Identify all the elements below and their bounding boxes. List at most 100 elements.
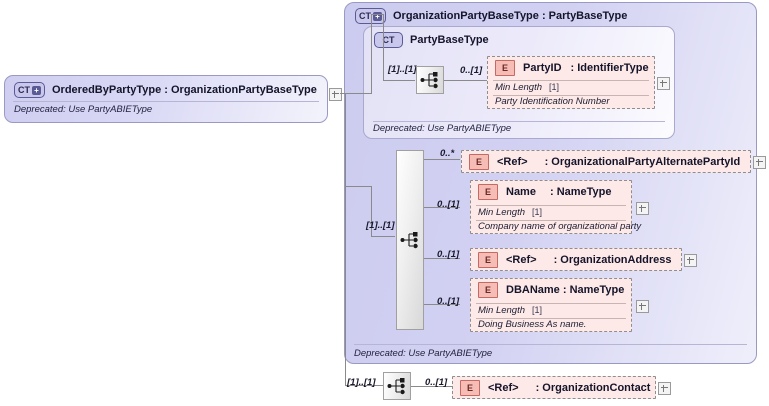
- connector-seq3-out: [411, 386, 456, 387]
- connector-branch1-horiz-top: [371, 14, 383, 15]
- element-partyid-facet: Min Length[1]: [495, 82, 560, 93]
- organizationpartybasetype-title: CT+ OrganizationPartyBaseType : PartyBas…: [355, 8, 627, 24]
- element-name[interactable]: E Name : NameType Min Length[1] Company …: [470, 180, 641, 234]
- partybasetype-deprecated: Deprecated: Use PartyABIEType: [373, 123, 512, 134]
- e-badge-icon-contact: E: [460, 380, 480, 396]
- sequence-compositor-icon-3[interactable]: [383, 372, 411, 400]
- element-contact-head: E <Ref> : OrganizationContact: [453, 377, 655, 399]
- orderedbypartytype-deprecated: Deprecated: Use PartyABIEType: [14, 104, 153, 115]
- element-altid-head: E <Ref> : OrganizationalPartyAlternatePa…: [462, 151, 750, 173]
- cardinality-sequence-3: [1]..[1]: [347, 377, 376, 388]
- expander-alternate-party-id[interactable]: [753, 156, 766, 169]
- connector-seq2-out-name: [424, 207, 460, 208]
- element-ref-organizationaddress[interactable]: E <Ref> : OrganizationAddress: [470, 248, 682, 271]
- element-name-type: : NameType: [549, 186, 612, 198]
- ct-badge-icon-inner: CT: [374, 32, 403, 48]
- connector-branch1-drop: [383, 14, 384, 81]
- e-badge-icon-name: E: [478, 184, 498, 200]
- expander-orderedbypartytype[interactable]: [329, 88, 342, 101]
- element-altid-name: <Ref>: [497, 156, 528, 168]
- partybasetype-title: CT PartyBaseType: [374, 32, 489, 48]
- element-partyid-doc: Party Identification Number: [495, 96, 610, 107]
- connector-branch2-horiz: [345, 186, 371, 187]
- partybasetype-label: PartyBaseType: [410, 34, 489, 46]
- expand-plus-icon[interactable]: +: [373, 11, 382, 21]
- element-contact-type: : OrganizationContact: [535, 382, 651, 394]
- connector-branch1-horiz-trunk: [345, 93, 372, 94]
- cardinality-dbaname: 0..[1]: [437, 296, 460, 307]
- connector-seq1-out: [444, 80, 488, 81]
- connector-seq3-in: [372, 385, 383, 386]
- element-name-facet: Min Length[1]: [478, 207, 543, 218]
- element-dbaname-rule1: [476, 303, 626, 304]
- element-dbaname-head: E DBAName : NameType: [471, 279, 631, 301]
- expander-organization-contact[interactable]: [658, 382, 671, 395]
- connector-branch3-vert: [345, 293, 346, 386]
- element-name-name: Name: [506, 186, 536, 198]
- e-badge-icon: E: [495, 60, 515, 76]
- ct-badge-icon: CT+: [355, 8, 386, 24]
- element-name-doc: Company name of organizational party: [478, 221, 642, 232]
- element-name-rule2: [476, 220, 626, 221]
- element-partyid-name: PartyID: [523, 62, 562, 74]
- outer-footer-rule: [354, 344, 747, 345]
- element-dbaname-doc: Doing Business As name.: [478, 319, 587, 330]
- cardinality-organization-address: 0..[1]: [437, 249, 460, 260]
- connector-seq2-out-ref1: [424, 159, 460, 160]
- element-dbaname-rule2: [476, 318, 626, 319]
- sequence-compositor-icon-2[interactable]: [396, 150, 424, 330]
- element-name-rule1: [476, 205, 626, 206]
- element-address-name: <Ref>: [506, 254, 537, 266]
- element-name-head: E Name : NameType: [471, 181, 631, 203]
- connector-branch2-vert: [371, 186, 372, 236]
- element-partyid-head: E PartyID : IdentifierType: [488, 57, 654, 79]
- sequence-glyph-2: [400, 232, 418, 249]
- element-partyid-type: : IdentifierType: [570, 62, 649, 74]
- e-badge-icon-dbaname: E: [478, 282, 498, 298]
- expander-partyid[interactable]: [657, 77, 670, 90]
- element-ref-organizationcontact[interactable]: E <Ref> : OrganizationContact: [452, 376, 656, 399]
- element-address-type: : OrganizationAddress: [553, 254, 672, 266]
- element-dbaname-facet: Min Length[1]: [478, 305, 543, 316]
- element-altid-type: : OrganizationalPartyAlternatePartyId: [544, 156, 741, 168]
- element-partyid[interactable]: E PartyID : IdentifierType Min Length[1]…: [487, 56, 655, 109]
- inner-footer-rule: [373, 121, 665, 122]
- expander-organization-address[interactable]: [684, 254, 697, 267]
- connector-leftbox-out: [340, 93, 346, 94]
- element-contact-name: <Ref>: [488, 382, 519, 394]
- cardinality-sequence-2: [1]..[1]: [366, 220, 395, 231]
- connector-seq2-out-address: [424, 258, 460, 259]
- connector-trunk-main: [345, 93, 346, 293]
- cardinality-name: 0..[1]: [437, 199, 460, 210]
- expander-name[interactable]: [636, 202, 649, 215]
- connector-branch1-vert: [371, 14, 372, 93]
- expand-plus-icon-left[interactable]: +: [32, 85, 41, 95]
- type-orderedbypartytype[interactable]: CT+ OrderedByPartyType : OrganizationPar…: [4, 75, 328, 123]
- connector-branch3-horiz: [345, 385, 372, 386]
- cardinality-alternate-party-id: 0..*: [440, 148, 455, 159]
- connector-seq2-in: [371, 236, 395, 237]
- element-partyid-rule1: [493, 80, 649, 81]
- orderedbypartytype-title: CT+ OrderedByPartyType : OrganizationPar…: [14, 82, 317, 98]
- element-address-head: E <Ref> : OrganizationAddress: [471, 249, 681, 271]
- orderedbypartytype-label: OrderedByPartyType : OrganizationPartyBa…: [52, 84, 317, 96]
- connector-seq1-in: [383, 80, 415, 81]
- ct-badge-icon-left: CT+: [14, 82, 45, 98]
- element-partyid-rule2: [493, 95, 649, 96]
- e-badge-icon-address: E: [478, 252, 498, 268]
- cardinality-sequence-1: [1]..[1]: [388, 64, 417, 75]
- sequence-glyph-3: [387, 378, 405, 395]
- element-ref-organizationalpartyalternatepartyid[interactable]: E <Ref> : OrganizationalPartyAlternatePa…: [461, 150, 751, 173]
- sequence-compositor-icon-1[interactable]: [416, 66, 444, 94]
- connector-seq2-out-dbaname: [424, 304, 460, 305]
- element-dbaname-name: DBAName : NameType: [506, 284, 625, 296]
- organizationpartybasetype-label: OrganizationPartyBaseType : PartyBaseTyp…: [393, 10, 628, 22]
- cardinality-organization-contact: 0..[1]: [425, 377, 448, 388]
- expander-dbaname[interactable]: [636, 300, 649, 313]
- e-badge-icon-altid: E: [469, 154, 489, 170]
- element-dbaname[interactable]: E DBAName : NameType Min Length[1] Doing…: [470, 278, 632, 332]
- sequence-glyph: [420, 72, 438, 89]
- organizationpartybasetype-deprecated: Deprecated: Use PartyABIEType: [354, 348, 493, 359]
- cardinality-partyid: 0..[1]: [460, 65, 483, 76]
